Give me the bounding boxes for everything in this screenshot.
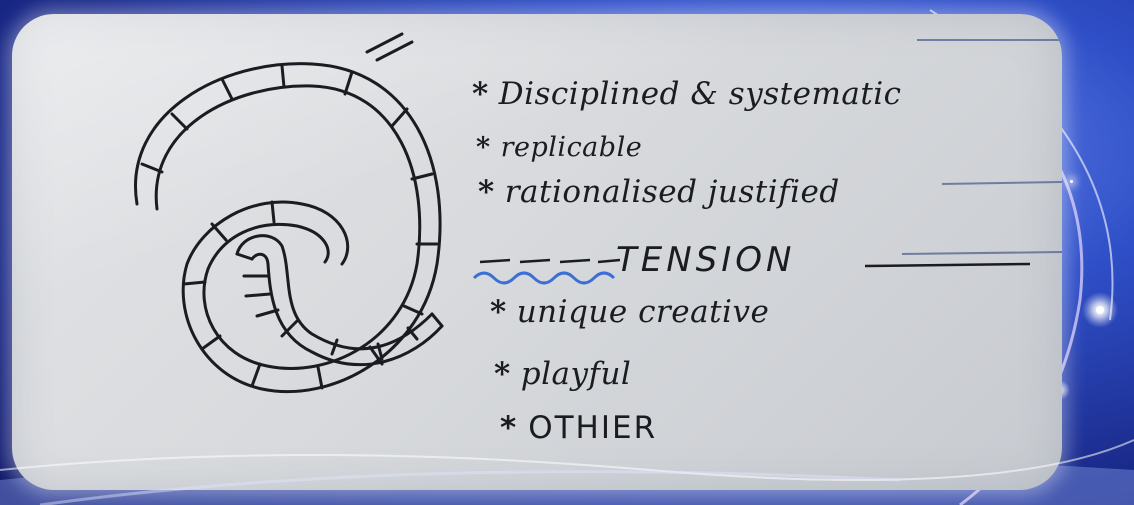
note-unique-creative: *unique creative bbox=[490, 294, 769, 330]
tension-divider bbox=[472, 258, 1030, 285]
note-disciplined: *Disciplined & systematic bbox=[472, 76, 902, 112]
note-text: OTHIER bbox=[528, 410, 658, 446]
note-playful: *playful bbox=[494, 356, 631, 392]
bullet-marker: * bbox=[472, 76, 489, 112]
bullet-marker: * bbox=[478, 174, 495, 210]
whiteboard: *Disciplined & systematic *replicable *r… bbox=[12, 14, 1062, 490]
note-text: rationalised justified bbox=[504, 174, 840, 210]
note-text: replicable bbox=[500, 132, 643, 163]
bullet-marker: * bbox=[500, 410, 519, 446]
spiral-drawing-icon bbox=[134, 32, 1062, 394]
note-text: playful bbox=[520, 356, 632, 392]
note-replicable: * replicable bbox=[476, 132, 642, 163]
note-text: Disciplined & systematic bbox=[498, 76, 902, 112]
bullet-marker: * bbox=[490, 294, 507, 330]
note-text: unique creative bbox=[516, 294, 770, 330]
bullet-marker: * bbox=[494, 356, 511, 392]
note-rationalised: *rationalised justified bbox=[478, 174, 840, 210]
note-other: *OTHIER bbox=[500, 410, 657, 446]
sparkle bbox=[1096, 306, 1104, 314]
board-glare bbox=[12, 14, 1062, 490]
bullet-marker: * bbox=[476, 132, 491, 163]
sparkle bbox=[1070, 180, 1073, 183]
tension-label: TENSION bbox=[616, 240, 796, 280]
